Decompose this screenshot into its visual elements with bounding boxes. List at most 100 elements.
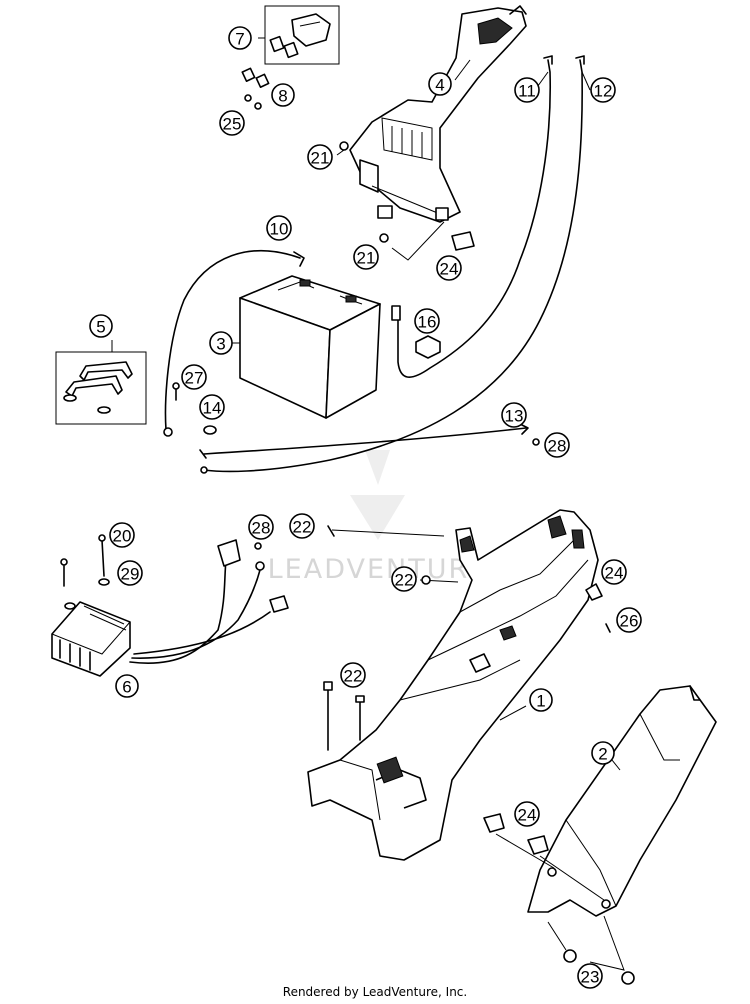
callout-11[interactable]: 11 <box>514 77 540 103</box>
part-16-block <box>415 335 441 359</box>
callout-circle <box>544 432 570 458</box>
footer-credit: Rendered by LeadVenture, Inc. <box>282 985 468 999</box>
callout-label: 13 <box>505 407 524 426</box>
callout-14[interactable]: 14 <box>199 394 225 420</box>
callout-circle <box>591 741 615 765</box>
callout-label: 10 <box>270 220 289 239</box>
callout-label: 26 <box>620 612 639 631</box>
callout-22[interactable]: 22 <box>391 566 417 592</box>
callout-23[interactable]: 23 <box>577 963 603 989</box>
fasteners-27-14 <box>172 382 217 435</box>
callout-label: 24 <box>440 260 459 279</box>
part-24-clips <box>483 813 605 901</box>
callout-24[interactable]: 24 <box>514 801 540 827</box>
callout-circle <box>248 514 274 540</box>
cable-10 <box>163 250 305 437</box>
callout-circle <box>428 72 452 96</box>
callout-label: 11 <box>518 82 536 101</box>
callout-label: 22 <box>344 667 363 686</box>
callout-circle <box>340 662 366 688</box>
callout-21[interactable]: 21 <box>353 244 379 270</box>
callout-label: 24 <box>518 806 537 825</box>
callout-label: 22 <box>293 518 312 537</box>
callout-circle <box>616 607 642 633</box>
watermark-text: LEADVENTURE <box>268 554 489 585</box>
cable-13 <box>199 423 540 474</box>
part-7-connector <box>264 5 340 65</box>
callout-22[interactable]: 22 <box>289 513 315 539</box>
callout-label: 2 <box>598 745 607 764</box>
callout-28[interactable]: 28 <box>248 514 274 540</box>
callout-label: 21 <box>311 149 330 168</box>
callout-12[interactable]: 12 <box>590 77 616 103</box>
callout-label: 12 <box>594 82 613 101</box>
callout-circle <box>117 560 143 586</box>
callout-10[interactable]: 10 <box>266 215 292 241</box>
callout-label: 4 <box>435 76 444 95</box>
callout-label: 25 <box>223 115 242 134</box>
callout-label: 14 <box>203 399 222 418</box>
part-2-cover <box>527 685 717 917</box>
callout-circle <box>266 215 292 241</box>
callout-28[interactable]: 28 <box>544 432 570 458</box>
part-5-strap-kit <box>55 351 147 425</box>
callout-circle <box>109 522 135 548</box>
callout-circle <box>414 308 440 334</box>
callout-circle <box>181 364 207 390</box>
callout-label: 5 <box>96 318 105 337</box>
part-23-nuts <box>547 915 635 985</box>
callout-6[interactable]: 6 <box>115 674 139 698</box>
callout-24[interactable]: 24 <box>436 255 462 281</box>
callout-3[interactable]: 3 <box>209 331 233 355</box>
callout-22[interactable]: 22 <box>340 662 366 688</box>
callout-25[interactable]: 25 <box>219 110 245 136</box>
callout-circle <box>514 801 540 827</box>
callout-circle <box>115 674 139 698</box>
part-1-housing <box>307 509 611 861</box>
callout-label: 21 <box>357 249 376 268</box>
callout-label: 23 <box>581 968 600 987</box>
callout-circle <box>89 314 113 338</box>
callout-circle <box>353 244 379 270</box>
callout-circle <box>271 83 295 107</box>
callout-circle <box>391 566 417 592</box>
callout-label: 20 <box>113 527 132 546</box>
callout-label: 22 <box>395 571 414 590</box>
callout-label: 28 <box>548 437 567 456</box>
cables-11-12 <box>203 55 585 473</box>
callout-16[interactable]: 16 <box>414 308 440 334</box>
callout-circle <box>228 26 252 50</box>
callout-label: 16 <box>418 313 437 332</box>
callout-5[interactable]: 5 <box>89 314 113 338</box>
callout-circle <box>501 402 527 428</box>
callout-29[interactable]: 29 <box>117 560 143 586</box>
callout-circle <box>307 144 333 170</box>
watermark: LEADVENTURE <box>268 450 489 585</box>
callout-7[interactable]: 7 <box>228 26 252 50</box>
callout-2[interactable]: 2 <box>591 741 615 765</box>
callout-circle <box>601 559 627 585</box>
callout-1[interactable]: 1 <box>529 688 553 712</box>
callout-circle <box>199 394 225 420</box>
callout-circle <box>514 77 540 103</box>
part-8-clips <box>241 67 270 110</box>
callout-label: 29 <box>121 565 140 584</box>
callout-20[interactable]: 20 <box>109 522 135 548</box>
callout-26[interactable]: 26 <box>616 607 642 633</box>
callout-8[interactable]: 8 <box>271 83 295 107</box>
callout-label: 8 <box>278 87 287 106</box>
callout-13[interactable]: 13 <box>501 402 527 428</box>
callout-27[interactable]: 27 <box>181 364 207 390</box>
callout-circle <box>436 255 462 281</box>
callout-21[interactable]: 21 <box>307 144 333 170</box>
callout-circle <box>529 688 553 712</box>
lv-logo-icon <box>350 450 405 540</box>
callout-24[interactable]: 24 <box>601 559 627 585</box>
callout-4[interactable]: 4 <box>428 72 452 96</box>
callout-circle <box>219 110 245 136</box>
callout-circle <box>577 963 603 989</box>
callout-label: 1 <box>536 692 545 711</box>
callout-label: 7 <box>235 30 244 49</box>
